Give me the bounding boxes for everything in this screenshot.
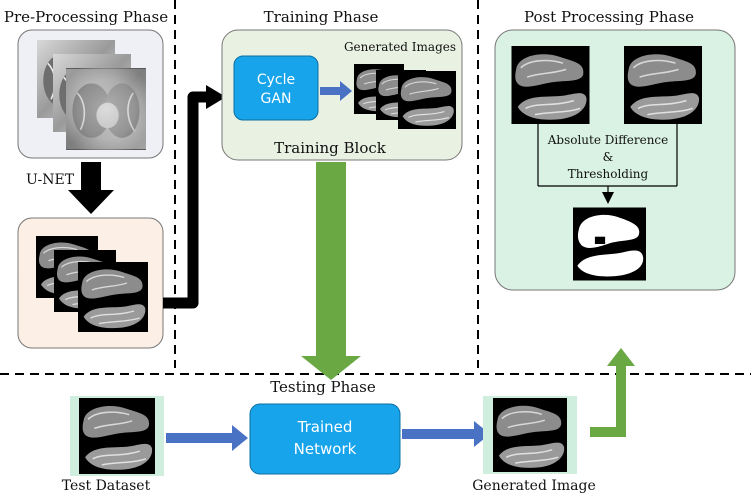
- test-dataset-label: Test Dataset: [62, 478, 151, 494]
- post-generated-image: [623, 46, 703, 124]
- pre-to-training-arrowhead: [206, 85, 226, 109]
- network-to-generated-head: [474, 421, 490, 447]
- testing-title: Testing Phase: [270, 378, 376, 396]
- training-block-label: Training Block: [274, 139, 387, 157]
- training-title: Training Phase: [264, 8, 379, 26]
- trained-network-box: [249, 403, 401, 475]
- thresholded-mask-image: [573, 207, 646, 281]
- cyclegan-label-line1: Cycle: [257, 72, 295, 88]
- unet-arrow-shaft: [81, 162, 101, 190]
- cyclegan-to-generated-head: [340, 81, 352, 101]
- post-real-image: [510, 46, 591, 124]
- unet-arrow-head: [68, 190, 114, 214]
- trained-network-label-line1: Trained: [297, 418, 353, 436]
- generated-image-label: Generated Image: [472, 478, 596, 494]
- cyclegan-to-generated-shaft: [320, 87, 340, 95]
- pre-processing-title: Pre-Processing Phase: [4, 8, 168, 26]
- raw-ct-stack: [36, 40, 146, 150]
- generated-images-label: Generated Images: [344, 40, 456, 54]
- post-processing-title: Post Processing Phase: [524, 8, 694, 26]
- pre-to-training-arrow: [163, 91, 210, 309]
- abs-diff-label-line1: Absolute Difference: [547, 133, 669, 147]
- generated-to-post-arrowhead: [607, 348, 635, 366]
- dataset-to-network-shaft: [166, 433, 234, 443]
- unet-label: U-NET: [26, 172, 75, 188]
- dataset-to-network-head: [232, 425, 248, 451]
- network-to-generated-shaft: [402, 429, 476, 439]
- test-dataset-image: [78, 398, 156, 474]
- generated-to-post-arrow: [590, 366, 626, 437]
- cyclegan-label-line2: GAN: [261, 91, 292, 107]
- cyclegan-box: [233, 55, 319, 121]
- abs-diff-label-line2: &: [603, 150, 614, 164]
- training-to-testing-shaft: [316, 162, 346, 358]
- generated-image: [492, 398, 568, 472]
- training-to-testing-head: [301, 356, 361, 380]
- abs-diff-label-line3: Thresholding: [568, 167, 649, 181]
- trained-network-label-line2: Network: [294, 440, 357, 458]
